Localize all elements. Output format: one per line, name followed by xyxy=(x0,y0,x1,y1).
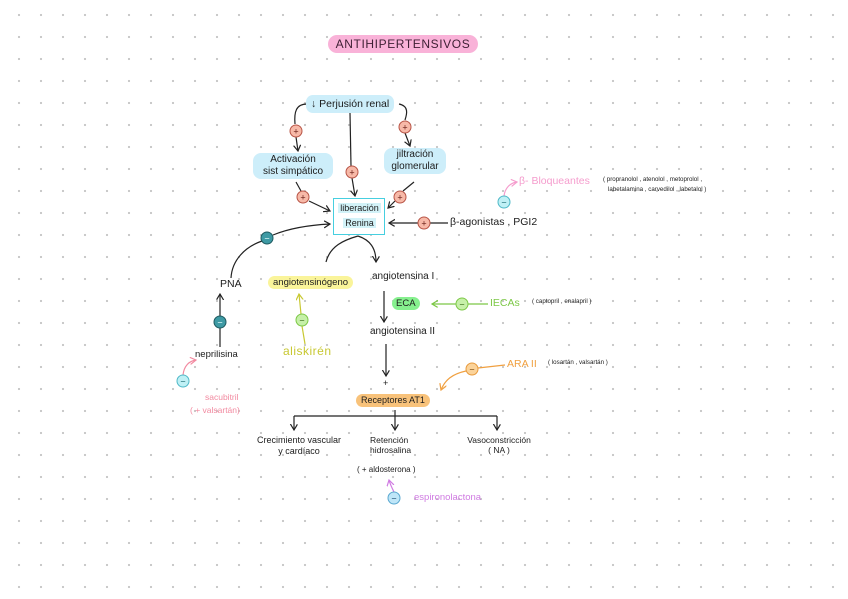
svg-text:−: − xyxy=(299,316,304,326)
node-eca: ECA xyxy=(392,297,420,311)
minus-circle-icon: − xyxy=(176,374,190,388)
drug-aliskiren: aliskirén xyxy=(283,344,332,358)
arrow-pna-circle-to-renina xyxy=(272,224,330,236)
node-angiotensina-1: angiotensina I xyxy=(372,271,435,282)
node-label-line: Activación xyxy=(270,154,316,165)
drug-beta-bloqueantes: β- Bloqueantes xyxy=(519,175,590,187)
line-perfusion-to-center-circle xyxy=(349,112,352,167)
arrow-filtracion-circle-to-renina xyxy=(388,200,396,208)
node-label-line: jiltración xyxy=(396,149,434,160)
node-angiotensina-2: angiotensina II xyxy=(370,326,436,337)
arrow-perfusion-to-filtracion-circle xyxy=(398,103,408,121)
plus-circle-icon: + xyxy=(345,165,359,179)
node-liberacion-renina: liberación Renina xyxy=(336,201,383,231)
stimulus-sign: + xyxy=(383,378,389,388)
minus-circle-icon: − xyxy=(497,195,511,209)
arrow-perfusion-to-simpatico-circle xyxy=(294,103,308,125)
arrow-aliskiren-to-angiotensinogeno xyxy=(299,294,301,315)
effect-label-line: Vasoconstricción xyxy=(467,435,531,445)
effect-crecimiento: Crecimiento vascular y cardíaco xyxy=(254,435,344,457)
node-beta-agonistas: β-agonistas , PGI2 xyxy=(450,216,538,228)
node-filtracion-glomerular: jiltración glomerular xyxy=(384,148,446,174)
drug-ieca: IECAs xyxy=(490,297,520,309)
minus-circle-icon: − xyxy=(213,315,227,329)
node-label-line: glomerular xyxy=(391,161,439,172)
arrow-center-circle-to-renina xyxy=(352,177,355,196)
node-label-line: liberación xyxy=(338,203,381,213)
svg-text:+: + xyxy=(349,168,354,178)
drug-examples: ( losartán , valsartán ) xyxy=(548,359,608,366)
drug-examples: ( propranolol , atenolol , metoprolol , xyxy=(603,176,703,183)
effect-label-line: Crecimiento vascular xyxy=(256,435,342,445)
plus-circle-icon: + xyxy=(417,216,431,230)
svg-text:−: − xyxy=(469,365,474,375)
effect-label-line: ( NA ) xyxy=(488,445,510,456)
effect-label-line: y cardíaco xyxy=(278,445,320,456)
page-title: ANTIHIPERTENSIVOS xyxy=(328,35,478,53)
arrow-espironolactona-to-aldosterona xyxy=(389,480,395,493)
node-label-line: Renina xyxy=(343,218,376,228)
arrow-circle-to-filtracion xyxy=(405,132,410,146)
line-aliskiren-to-circle xyxy=(301,325,306,345)
plus-circle-icon: + xyxy=(289,124,303,138)
plus-circle-icon: + xyxy=(398,120,412,134)
minus-circle-icon: − xyxy=(295,313,309,327)
node-neprilisina: neprilisina xyxy=(195,349,238,360)
svg-text:−: − xyxy=(264,234,269,244)
drug-note: ( + valsartán) xyxy=(190,405,240,415)
svg-text:+: + xyxy=(293,127,298,137)
svg-text:−: − xyxy=(391,494,396,504)
svg-text:+: + xyxy=(397,193,402,203)
minus-circle-icon: − xyxy=(387,491,401,505)
svg-text:+: + xyxy=(300,193,305,203)
line-activacion-to-circle xyxy=(295,181,302,192)
effect-label-line: hidrosalina xyxy=(370,445,412,456)
arrow-ara2-to-receptores xyxy=(441,370,467,390)
node-activacion-simpatico: Activación sist simpático xyxy=(253,153,333,179)
svg-text:−: − xyxy=(180,377,185,387)
arrow-renina-to-angiotensina-1 xyxy=(357,235,376,262)
effect-label-line: Retención xyxy=(370,435,409,445)
drug-examples: ( captopril , enalapril ) xyxy=(532,298,592,305)
node-label-line: sist simpático xyxy=(262,166,323,177)
effect-vasoconstriccion: Vasoconstricción ( NA ) xyxy=(466,435,532,455)
svg-text:−: − xyxy=(501,198,506,208)
arrow-activacion-circle-to-renina xyxy=(308,200,330,211)
svg-text:+: + xyxy=(421,219,426,229)
minus-circle-icon: − xyxy=(465,362,479,376)
drug-espironolactona: espironolactona xyxy=(414,492,482,503)
drug-ara2: ARA II xyxy=(507,358,537,370)
node-receptores-at1: Receptores AT1 xyxy=(356,394,430,407)
node-angiotensinogeno: angiotensinógeno xyxy=(268,276,354,290)
arrow-renina-to-angiotensinogeno xyxy=(325,235,359,263)
arrow-sacubitril-to-neprilisina xyxy=(182,360,196,376)
drug-sacubitril: sacubitril xyxy=(205,392,239,402)
drug-examples: labetalamina , carvedilol , labetalol ) xyxy=(608,186,707,193)
effect-retencion: Retención hidrosalina xyxy=(370,435,411,455)
arrow-beta-bloqueantes xyxy=(503,182,517,197)
line-pna-to-circle xyxy=(230,240,263,279)
node-perfusion-renal: ↓ Perjusión renal xyxy=(306,95,395,113)
line-ara2-to-circle xyxy=(477,364,506,369)
line-filtracion-to-circle xyxy=(402,181,415,192)
svg-text:−: − xyxy=(217,318,222,328)
svg-text:+: + xyxy=(402,123,407,133)
effect-aldosterona: ( + aldosterona ) xyxy=(357,465,416,474)
minus-circle-icon: − xyxy=(260,231,274,245)
svg-text:−: − xyxy=(459,300,464,310)
minus-circle-icon: − xyxy=(455,297,469,311)
plus-circle-icon: + xyxy=(296,190,310,204)
node-pna: PNA xyxy=(220,278,242,290)
plus-circle-icon: + xyxy=(393,190,407,204)
arrow-circle-to-activacion xyxy=(296,136,298,151)
